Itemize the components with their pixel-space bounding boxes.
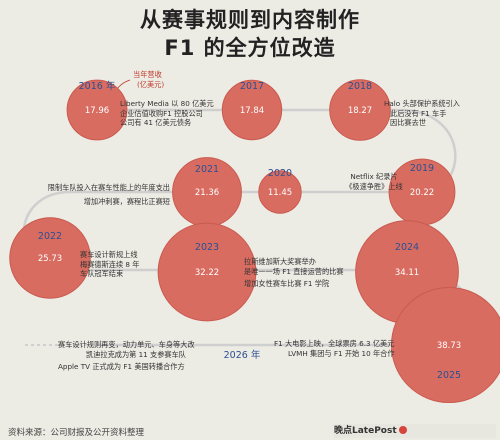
note-2016-line-3: 公司有 41 亿美元债务 (120, 118, 192, 127)
year-label-2019: 2019 (410, 163, 434, 174)
year-label-2017: 2017 (240, 81, 264, 92)
note-2019: Netflix 纪录片 《极速争胜》上线 (334, 172, 414, 191)
note-2018-line-1: Halo 头部保护系统引入 (384, 99, 460, 108)
brand-dot-icon (398, 426, 407, 434)
year-label-2016: 2016 年 (79, 80, 116, 92)
note-2025-line-3: Apple TV 正式成为 F1 美国转播合作方 (58, 362, 185, 371)
note-2023b: 增加女性赛车比赛 F1 学院 (244, 279, 329, 289)
note-2023: 拉斯维加斯大奖赛举办 是唯一一场 F1 直接运营的比赛 (244, 257, 344, 276)
year-label-2023: 2023 (195, 242, 219, 253)
year-label-2024: 2024 (395, 242, 419, 253)
note-apple: Apple TV 正式成为 F1 美国转播合作方 (58, 362, 185, 372)
value-label-2017: 17.84 (240, 106, 264, 116)
note-2022: 赛车设计新规上线 梅赛德斯连续 8 年 车队冠军结束 (80, 250, 139, 279)
value-label-2016: 17.96 (85, 106, 109, 116)
value-label-2023: 32.22 (195, 268, 219, 278)
note-2016: Liberty Media 以 80 亿美元 企业估值收购F1 控股公司 公司有… (120, 99, 214, 128)
bubble-2020 (258, 170, 302, 214)
note-2026: 赛车设计规则再变，动力单元、车身等大改 凯迪拉克成为第 11 支参赛车队 (58, 340, 195, 359)
note-2023-line-1: 拉斯维加斯大奖赛举办 (244, 257, 316, 266)
brand-text: 晚点LatePost (334, 426, 397, 436)
title-line-2: F1 的全方位改造 (164, 36, 336, 60)
bubble-2023 (157, 222, 257, 322)
year-label-2025: 2025 (437, 370, 461, 381)
note-2026-line-2: 凯迪拉克成为第 11 支参赛车队 (86, 349, 186, 359)
value-label-2020: 11.45 (268, 188, 292, 198)
note-2016-line-2: 企业估值收购F1 控股公司 (120, 108, 203, 118)
value-label-2018: 18.27 (348, 106, 372, 116)
value-label-2024: 34.11 (395, 268, 419, 278)
note-2023-line-3: 增加女性赛车比赛 F1 学院 (244, 279, 330, 288)
note-2018-line-3: 因比赛去世 (390, 118, 426, 127)
note-2026-line-1: 赛车设计规则再变，动力单元、车身等大改 (58, 340, 195, 349)
year-label-2021: 2021 (195, 164, 219, 175)
value-label-2025: 38.73 (437, 341, 461, 351)
note-2022-line-3: 车队冠军结束 (80, 269, 124, 278)
note-2019-line-2: 《极速争胜》上线 (345, 181, 403, 191)
note-2023-line-2: 是唯一一场 F1 直接运营的比赛 (244, 266, 344, 276)
note-2016-line-1: Liberty Media 以 80 亿美元 (120, 99, 214, 108)
bubble-2022 (9, 217, 91, 299)
year-label-2022: 2022 (38, 231, 62, 242)
year-label-2018: 2018 (348, 81, 372, 92)
note-2025-line-1: F1 大电影上映，全球票房 6.3 亿美元 (274, 339, 395, 348)
value-label-2022: 25.73 (38, 254, 62, 264)
year-label-2026: 2026 年 (224, 349, 261, 361)
note-2025-line-2: LVMH 集团与 F1 开始 10 年合作 (288, 348, 395, 358)
note-2019-line-1: Netflix 纪录片 (350, 172, 398, 181)
bubble-2016 (66, 79, 128, 141)
note-2018-line-2: 此后没有 F1 车手 (390, 108, 447, 118)
revenue-callout-line-2: (亿美元) (137, 79, 165, 89)
note-2018: Halo 头部保护系统引入 此后没有 F1 车手 因比赛去世 (384, 99, 460, 128)
value-label-2019: 20.22 (410, 188, 434, 198)
brand-watermark: 晚点LatePost (334, 424, 496, 438)
note-2022-line-1: 赛车设计新规上线 (80, 250, 138, 259)
note-2021-line-2-box: 增加冲刺赛，赛程比正赛短 (84, 197, 170, 207)
title-line-1: 从赛事规则到内容制作 (140, 8, 360, 32)
revenue-callout: 当年营收 (亿美元) (133, 70, 164, 89)
note-2021-line-1: 限制车队投入在赛车性能上的年度支出 (47, 183, 170, 192)
note-2025: F1 大电影上映，全球票房 6.3 亿美元 LVMH 集团与 F1 开始 10 … (274, 339, 395, 358)
note-2022-line-2: 梅赛德斯连续 8 年 (80, 259, 140, 269)
value-label-2021: 21.36 (195, 188, 219, 198)
source-note: 资料来源：公司财报及公开资料整理 (8, 428, 145, 438)
note-2021-line-1-box: 限制车队投入在赛车性能上的年度支出 (48, 183, 170, 193)
bubble-2017 (221, 79, 283, 141)
bubble-2018 (329, 79, 391, 141)
bubble-2025 (391, 287, 500, 403)
revenue-callout-line-1: 当年营收 (133, 70, 162, 79)
year-label-2020: 2020 (268, 168, 292, 179)
note-2021-line-2: 增加冲刺赛，赛程比正赛短 (83, 197, 170, 206)
